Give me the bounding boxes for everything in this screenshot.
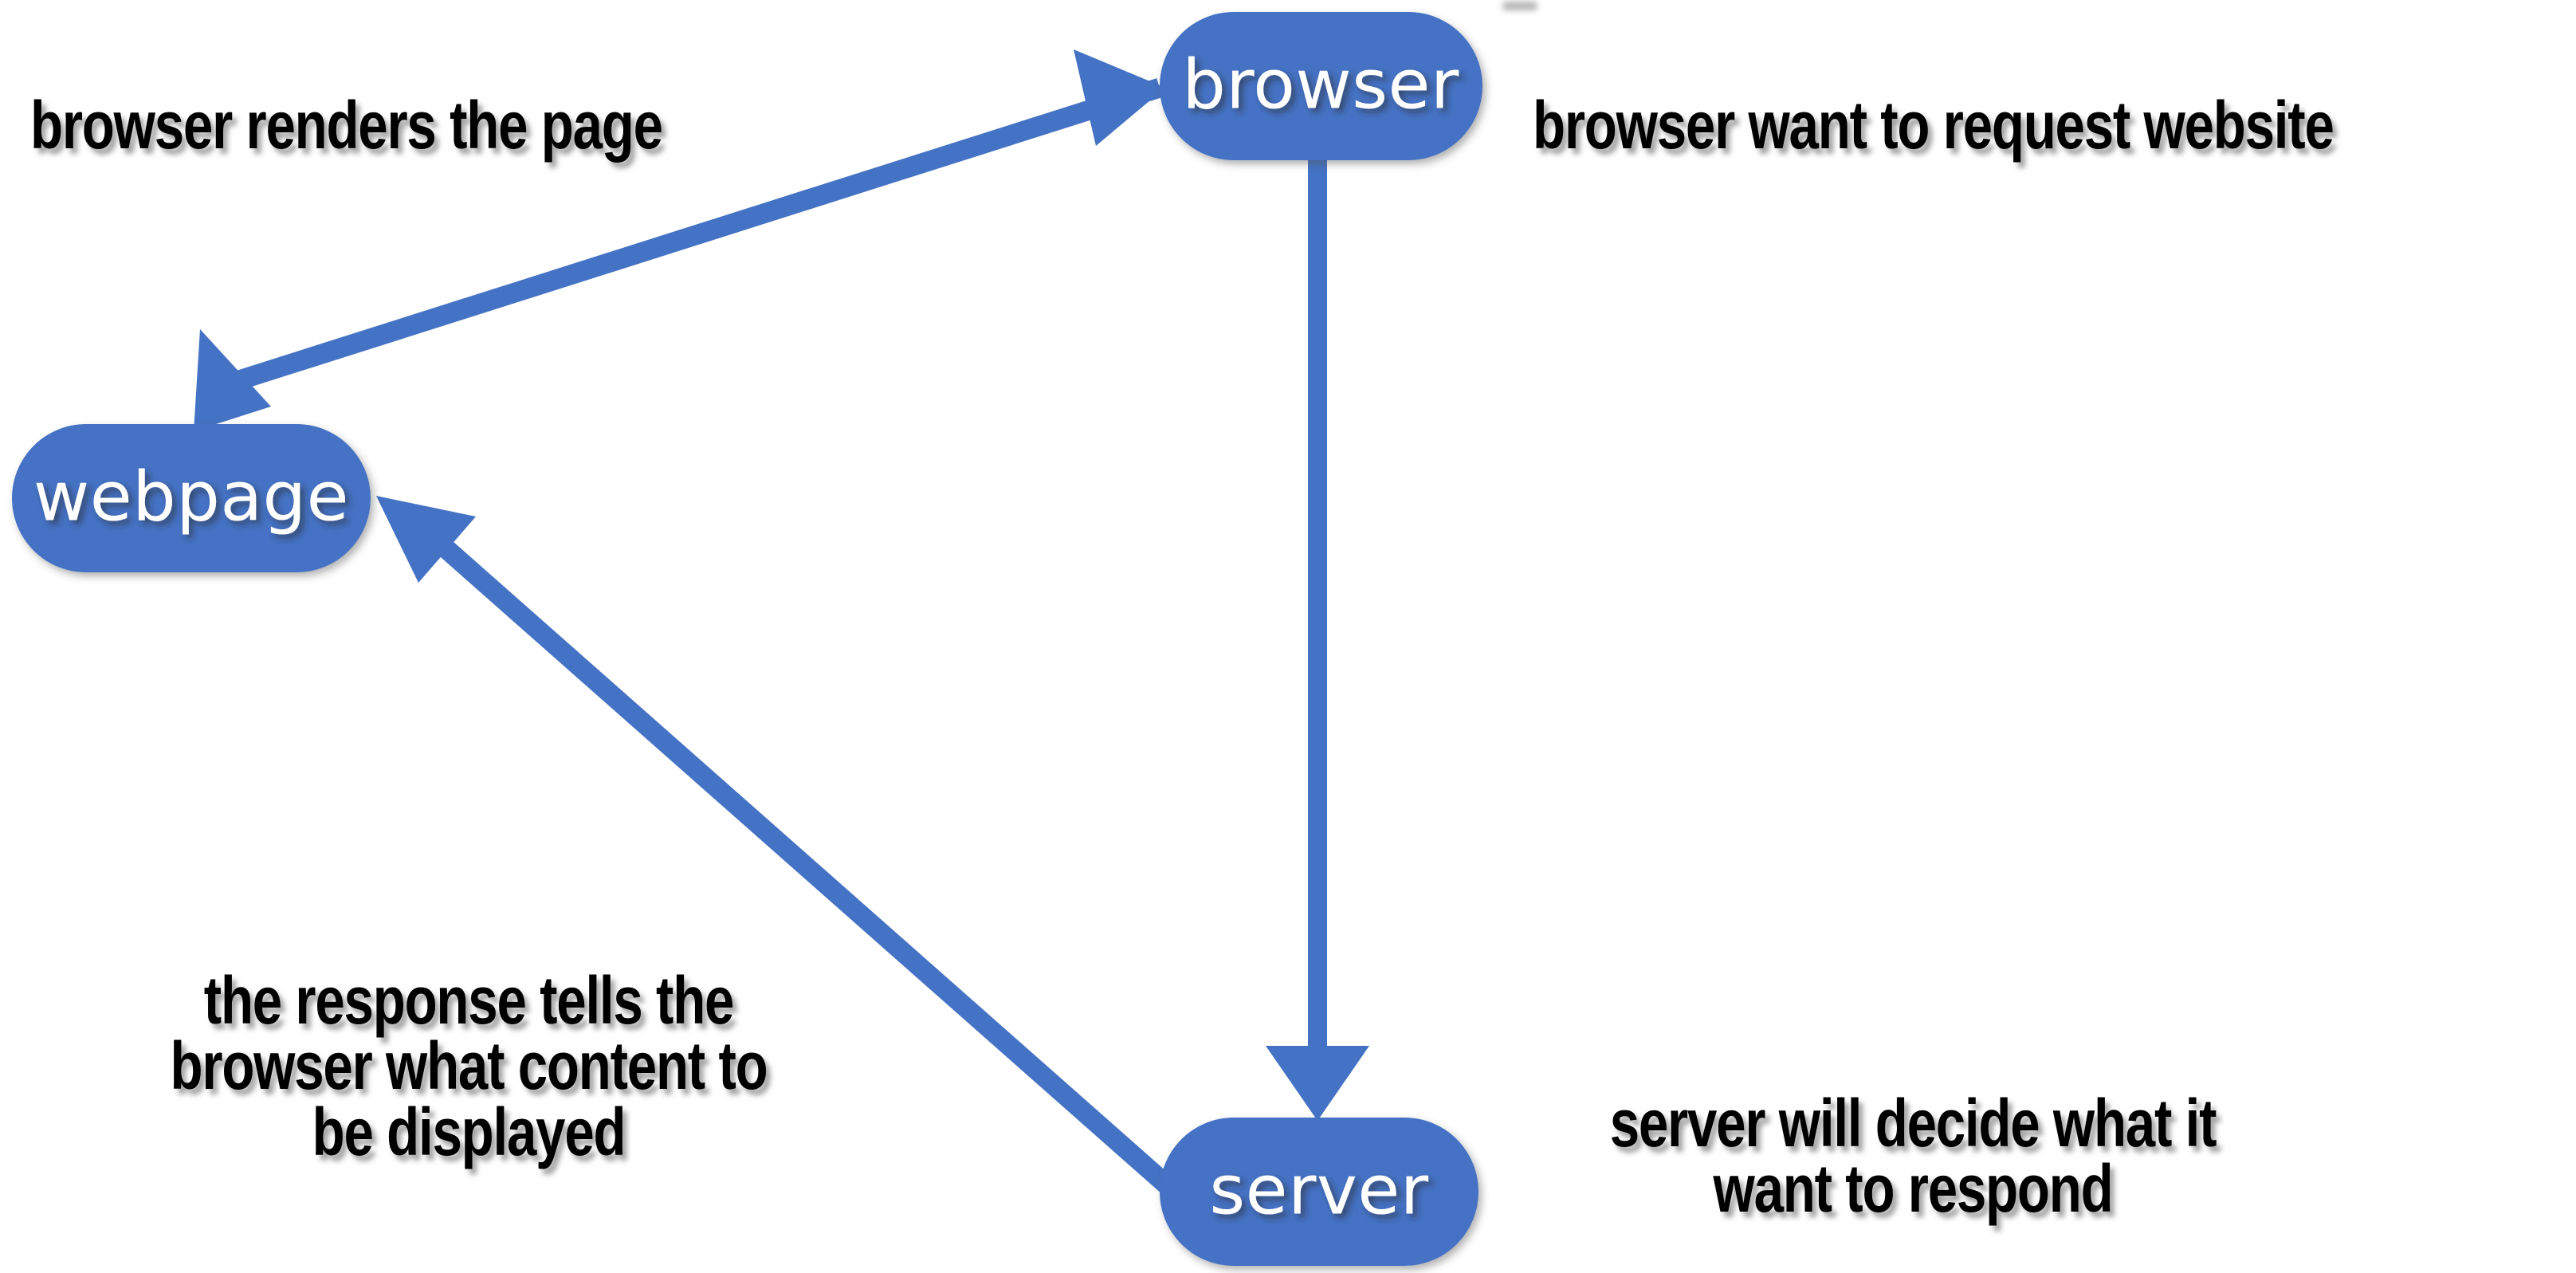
node-webpage-label: webpage	[33, 457, 349, 536]
node-browser[interactable]: browser	[1160, 12, 1482, 160]
caption-browser-want-to-request-website: browser want to request website	[1533, 88, 2334, 163]
node-server[interactable]: server	[1160, 1118, 1478, 1266]
node-browser-label: browser	[1182, 45, 1459, 124]
caption-browser-renders-the-page: browser renders the page	[30, 88, 663, 163]
node-server-label: server	[1209, 1150, 1428, 1230]
clipped-text-artifact	[1503, 2, 1537, 10]
edge-browser-to-server	[1266, 120, 1369, 1121]
edge-browser-to-webpage	[194, 78, 1163, 431]
node-webpage[interactable]: webpage	[12, 424, 371, 572]
caption-response-tells-the-browser: the response tells the browser what cont…	[170, 963, 768, 1169]
edge-server-to-webpage	[376, 496, 1179, 1197]
edge-head-into-browser	[1074, 49, 1165, 146]
node-webpage-shape[interactable]	[12, 424, 371, 572]
node-browser-shape[interactable]	[1160, 12, 1482, 160]
caption-server-will-decide: server will decide what it want to respo…	[1609, 1086, 2217, 1227]
node-server-shape[interactable]	[1160, 1118, 1478, 1266]
